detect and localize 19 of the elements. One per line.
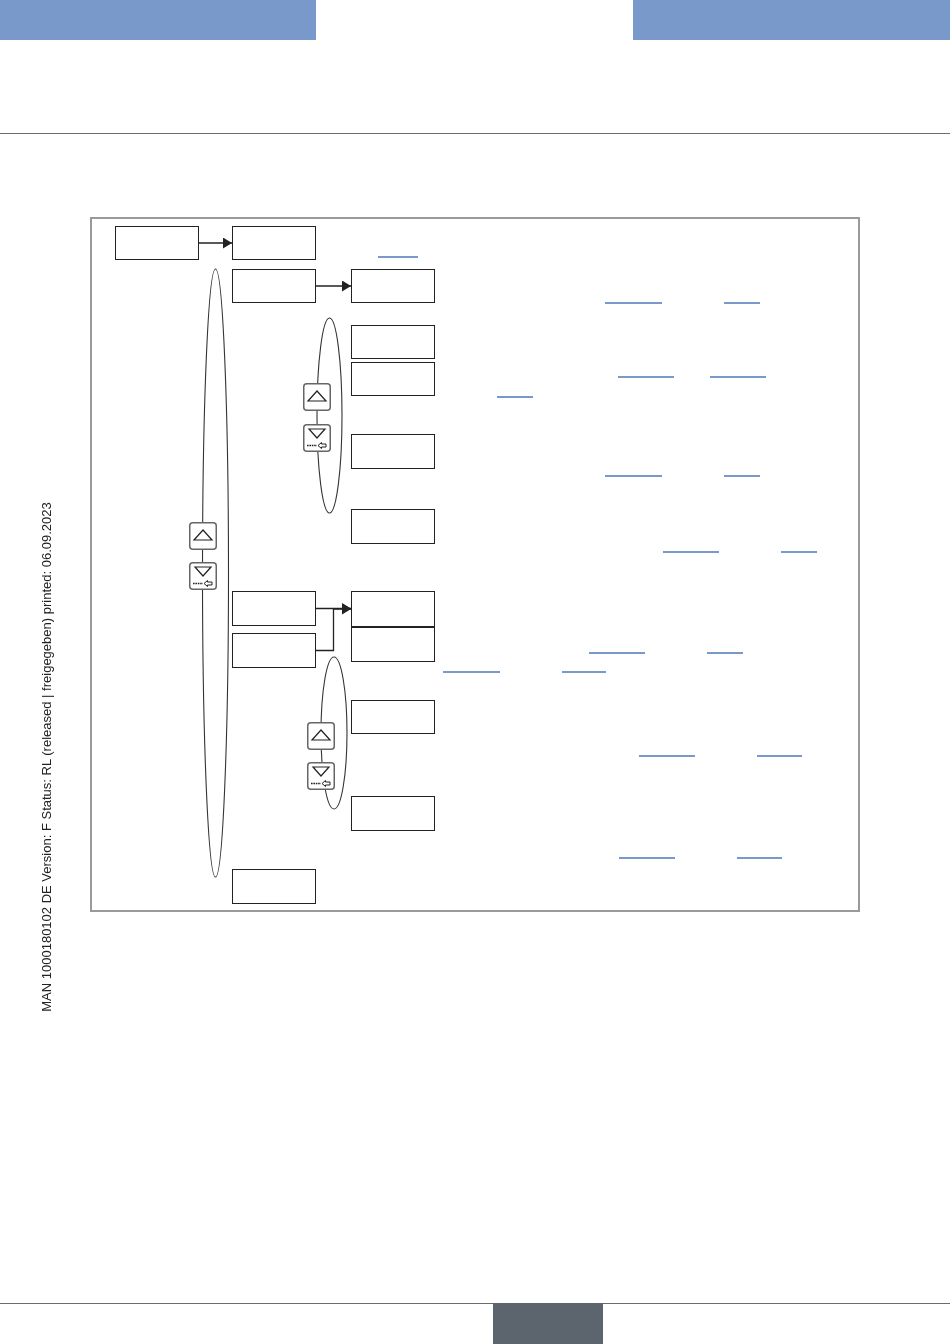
arrow <box>198 237 233 249</box>
menu-box <box>351 269 435 303</box>
arrow <box>315 603 352 652</box>
menu-box <box>232 633 316 668</box>
menu-box <box>351 509 435 544</box>
menu-box <box>115 226 199 260</box>
arrow <box>315 280 352 292</box>
menu-box <box>351 796 435 831</box>
menu-box <box>232 226 316 260</box>
menu-box <box>351 434 435 469</box>
menu-box <box>351 627 435 662</box>
menu-box <box>232 591 316 626</box>
menu-box <box>232 869 316 904</box>
menu-box <box>232 269 316 303</box>
menu-box <box>351 700 435 734</box>
document-info-text: MAN 1000180102 DE Version: F Status: RL (released | freigegeben) printed: 06.09.2023 <box>38 502 56 1012</box>
menu-box <box>351 325 435 359</box>
menu-box <box>351 362 435 396</box>
menu-box <box>351 591 435 627</box>
